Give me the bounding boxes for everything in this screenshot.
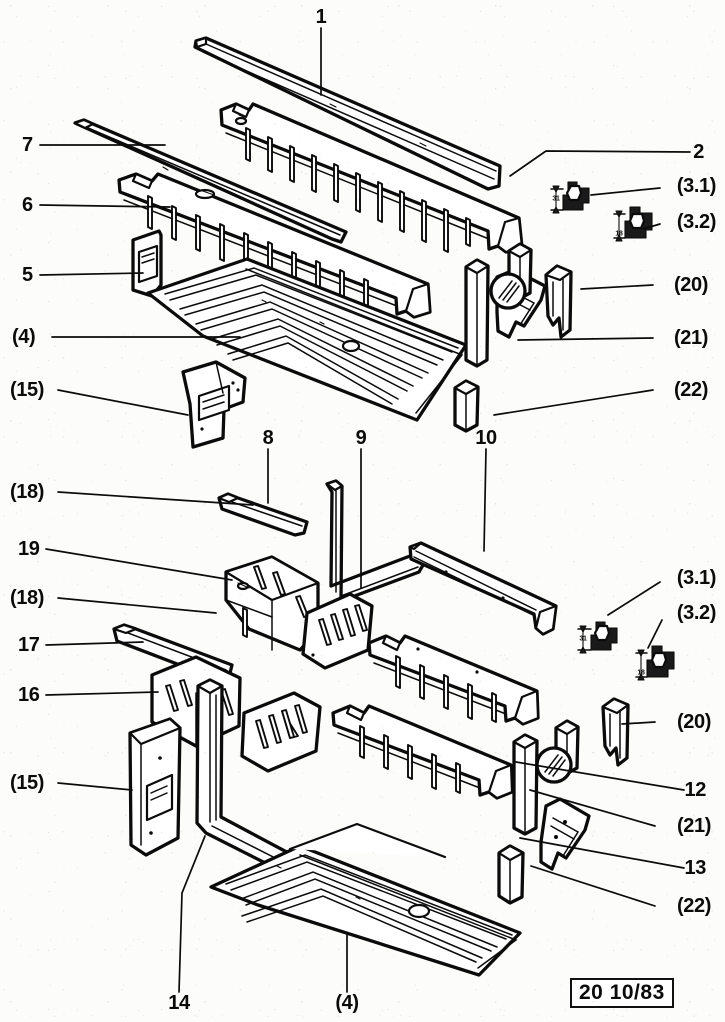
- part-4-floor-pan-upper: [146, 257, 468, 422]
- dimension-label-dim-31-upper: 31: [552, 195, 560, 203]
- leader-line-22: [530, 865, 656, 907]
- part-15-gusset-lower: [128, 717, 182, 857]
- callout-label-13: 13: [684, 857, 707, 879]
- leader-line-6: [39, 204, 171, 208]
- leader-line-19: [45, 548, 233, 581]
- dimension-label-dim-31-lower: 31: [579, 635, 587, 643]
- part-13-crossmember-lower: [331, 704, 514, 800]
- detail-circle-lower: [535, 746, 573, 784]
- part-10-long-rail: [408, 541, 558, 636]
- callout-label-12: 12: [684, 779, 707, 801]
- leader-line-18: [57, 491, 254, 506]
- callout-label-31: (3.1): [676, 567, 717, 589]
- part-12-crossmember-lower: [367, 634, 540, 726]
- part-8-short-rail: [217, 492, 309, 537]
- callout-label-21: (21): [677, 815, 711, 837]
- leader-line-14: [178, 835, 206, 993]
- part-20-clip-lower: [601, 697, 630, 767]
- callout-label-22: (22): [677, 895, 711, 917]
- page-stamp-box: 20 10/83: [570, 978, 674, 1008]
- part-pillar-upper: [464, 258, 490, 368]
- leader-line-10: [483, 448, 487, 552]
- callout-label-15: (15): [10, 379, 44, 401]
- leader-line-32: [647, 619, 663, 649]
- part-22-post-upper: [453, 379, 480, 433]
- callout-label-31: (3.1): [676, 175, 717, 197]
- leader-line-20: [580, 284, 654, 290]
- leader-line-32: [642, 223, 661, 230]
- callout-label-4: (4): [12, 326, 36, 348]
- leader-line-17: [45, 641, 144, 646]
- callout-label-5: 5: [22, 264, 33, 286]
- leader-line-22: [493, 389, 654, 416]
- part-9-bent-rod: [325, 479, 429, 603]
- callout-leader-lines: [39, 27, 691, 993]
- callout-label-20: (20): [674, 274, 708, 296]
- leader-line-18: [57, 597, 217, 614]
- callout-label-18: (18): [10, 587, 44, 609]
- leader-line-16: [45, 691, 159, 696]
- callout-label-4: (4): [335, 992, 359, 1014]
- leader-line-5: [39, 272, 144, 276]
- part-20-clip-upper: [544, 264, 573, 339]
- callout-label-10: 10: [475, 427, 497, 449]
- part-18-panel-b: [240, 691, 322, 773]
- part-21-sill-rail-lower: [539, 797, 591, 871]
- part-pillar-lower: [512, 733, 539, 836]
- callout-label-1: 1: [315, 6, 327, 28]
- callout-label-16: 16: [18, 684, 40, 706]
- callout-label-17: 17: [18, 634, 40, 656]
- callout-label-21: (21): [674, 327, 708, 349]
- callout-label-7: 7: [22, 134, 33, 156]
- part-1-upper-rail: [193, 36, 502, 191]
- callout-label-18: (18): [10, 481, 44, 503]
- part-3-2-clip-upper: [613, 206, 653, 242]
- callout-label-20: (20): [677, 711, 711, 733]
- dimension-label-dim-18-lower: 18: [637, 669, 645, 677]
- callout-label-8: 8: [262, 427, 274, 449]
- callout-label-32: (3.2): [676, 211, 717, 233]
- leader-line-31: [590, 187, 661, 196]
- callout-label-32: (3.2): [676, 602, 717, 624]
- leader-line-21: [517, 337, 654, 341]
- part-6-crossmember: [117, 172, 432, 319]
- detail-circle-upper: [489, 272, 527, 310]
- leader-line-13: [519, 837, 685, 869]
- part-5-end-bracket: [131, 229, 163, 298]
- part-3-1-clip-lower: [577, 621, 618, 654]
- leader-line-2: [509, 150, 691, 177]
- leader-line-20: [621, 721, 656, 725]
- part-4-floor-pan-lower: [209, 844, 522, 977]
- part-4-floor-pan-lower-back: [288, 822, 447, 859]
- callout-label-2: 2: [693, 141, 704, 163]
- callout-label-19: 19: [18, 538, 40, 560]
- leader-line-12: [515, 761, 685, 791]
- page-stamp-text: 20 10/83: [579, 981, 665, 1004]
- part-3-2-clip-lower: [635, 645, 675, 681]
- callout-label-14: 14: [168, 992, 190, 1014]
- dimension-label-dim-18-upper: 18: [615, 230, 623, 238]
- callout-label-22: (22): [674, 379, 708, 401]
- part-3-1-clip-upper: [550, 181, 590, 214]
- callout-label-6: 6: [22, 194, 33, 216]
- leader-line-15: [57, 782, 133, 791]
- callout-label-9: 9: [355, 427, 367, 449]
- leader-line-15: [57, 389, 189, 416]
- leader-line-21: [529, 789, 656, 827]
- callout-label-15: (15): [10, 772, 44, 794]
- part-22-post-lower: [497, 844, 525, 905]
- leader-line-31: [607, 581, 661, 616]
- part-15-gusset-upper: [181, 360, 247, 449]
